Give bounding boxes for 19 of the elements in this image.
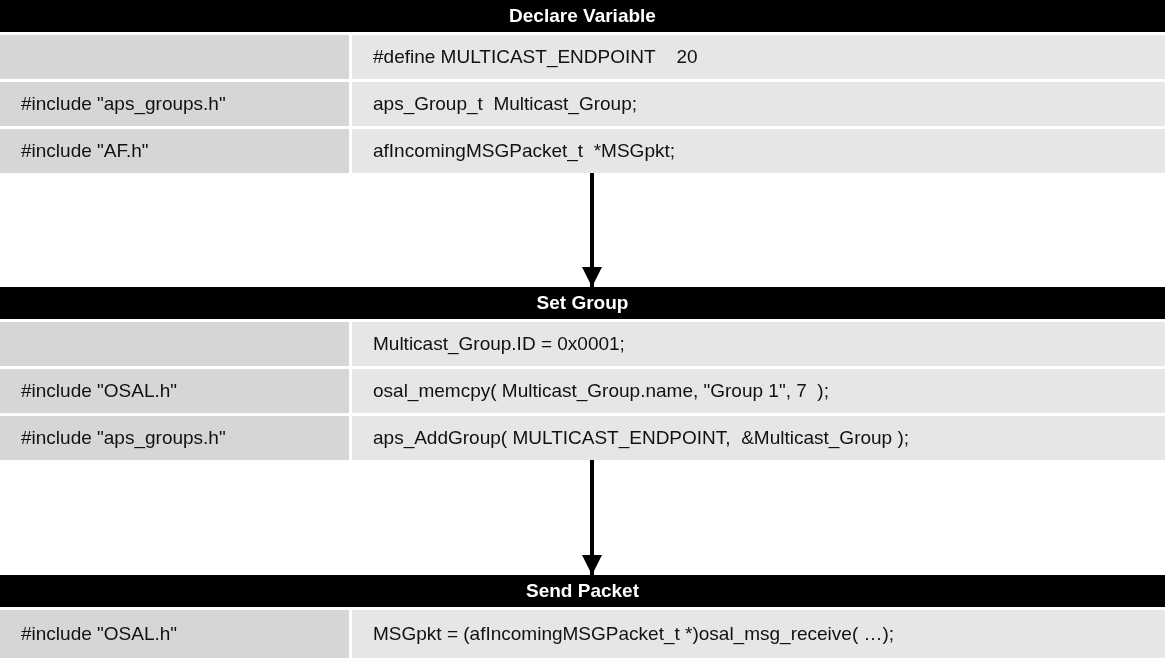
code-cell: aps_Group_t Multicast_Group; <box>352 82 1165 126</box>
section-header: Send Packet <box>0 575 1165 607</box>
code-cell: #include "OSAL.h" <box>0 369 349 413</box>
empty-cell <box>0 322 349 366</box>
code-cell: Multicast_Group.ID = 0x0001; <box>352 322 1165 366</box>
code-cell: #define MULTICAST_ENDPOINT 20 <box>352 35 1165 79</box>
code-cell: #include "OSAL.h" <box>0 610 349 658</box>
code-cell: aps_AddGroup( MULTICAST_ENDPOINT, &Multicast_Group ); <box>352 416 1165 460</box>
section-header: Declare Variable <box>0 0 1165 32</box>
code-cell: osal_memcpy( Multicast_Group.name, "Group 1", 7 ); <box>352 369 1165 413</box>
empty-cell <box>0 35 349 79</box>
code-cell: #include "aps_groups.h" <box>0 82 349 126</box>
code-cell: #include "AF.h" <box>0 129 349 173</box>
code-cell: #include "aps_groups.h" <box>0 416 349 460</box>
code-cell: MSGpkt = (afIncomingMSGPacket_t *)osal_msg_receive( …); <box>352 610 1165 658</box>
section-header: Set Group <box>0 287 1165 319</box>
arrow <box>582 460 602 575</box>
code-cell: afIncomingMSGPacket_t *MSGpkt; <box>352 129 1165 173</box>
arrow <box>582 173 602 287</box>
